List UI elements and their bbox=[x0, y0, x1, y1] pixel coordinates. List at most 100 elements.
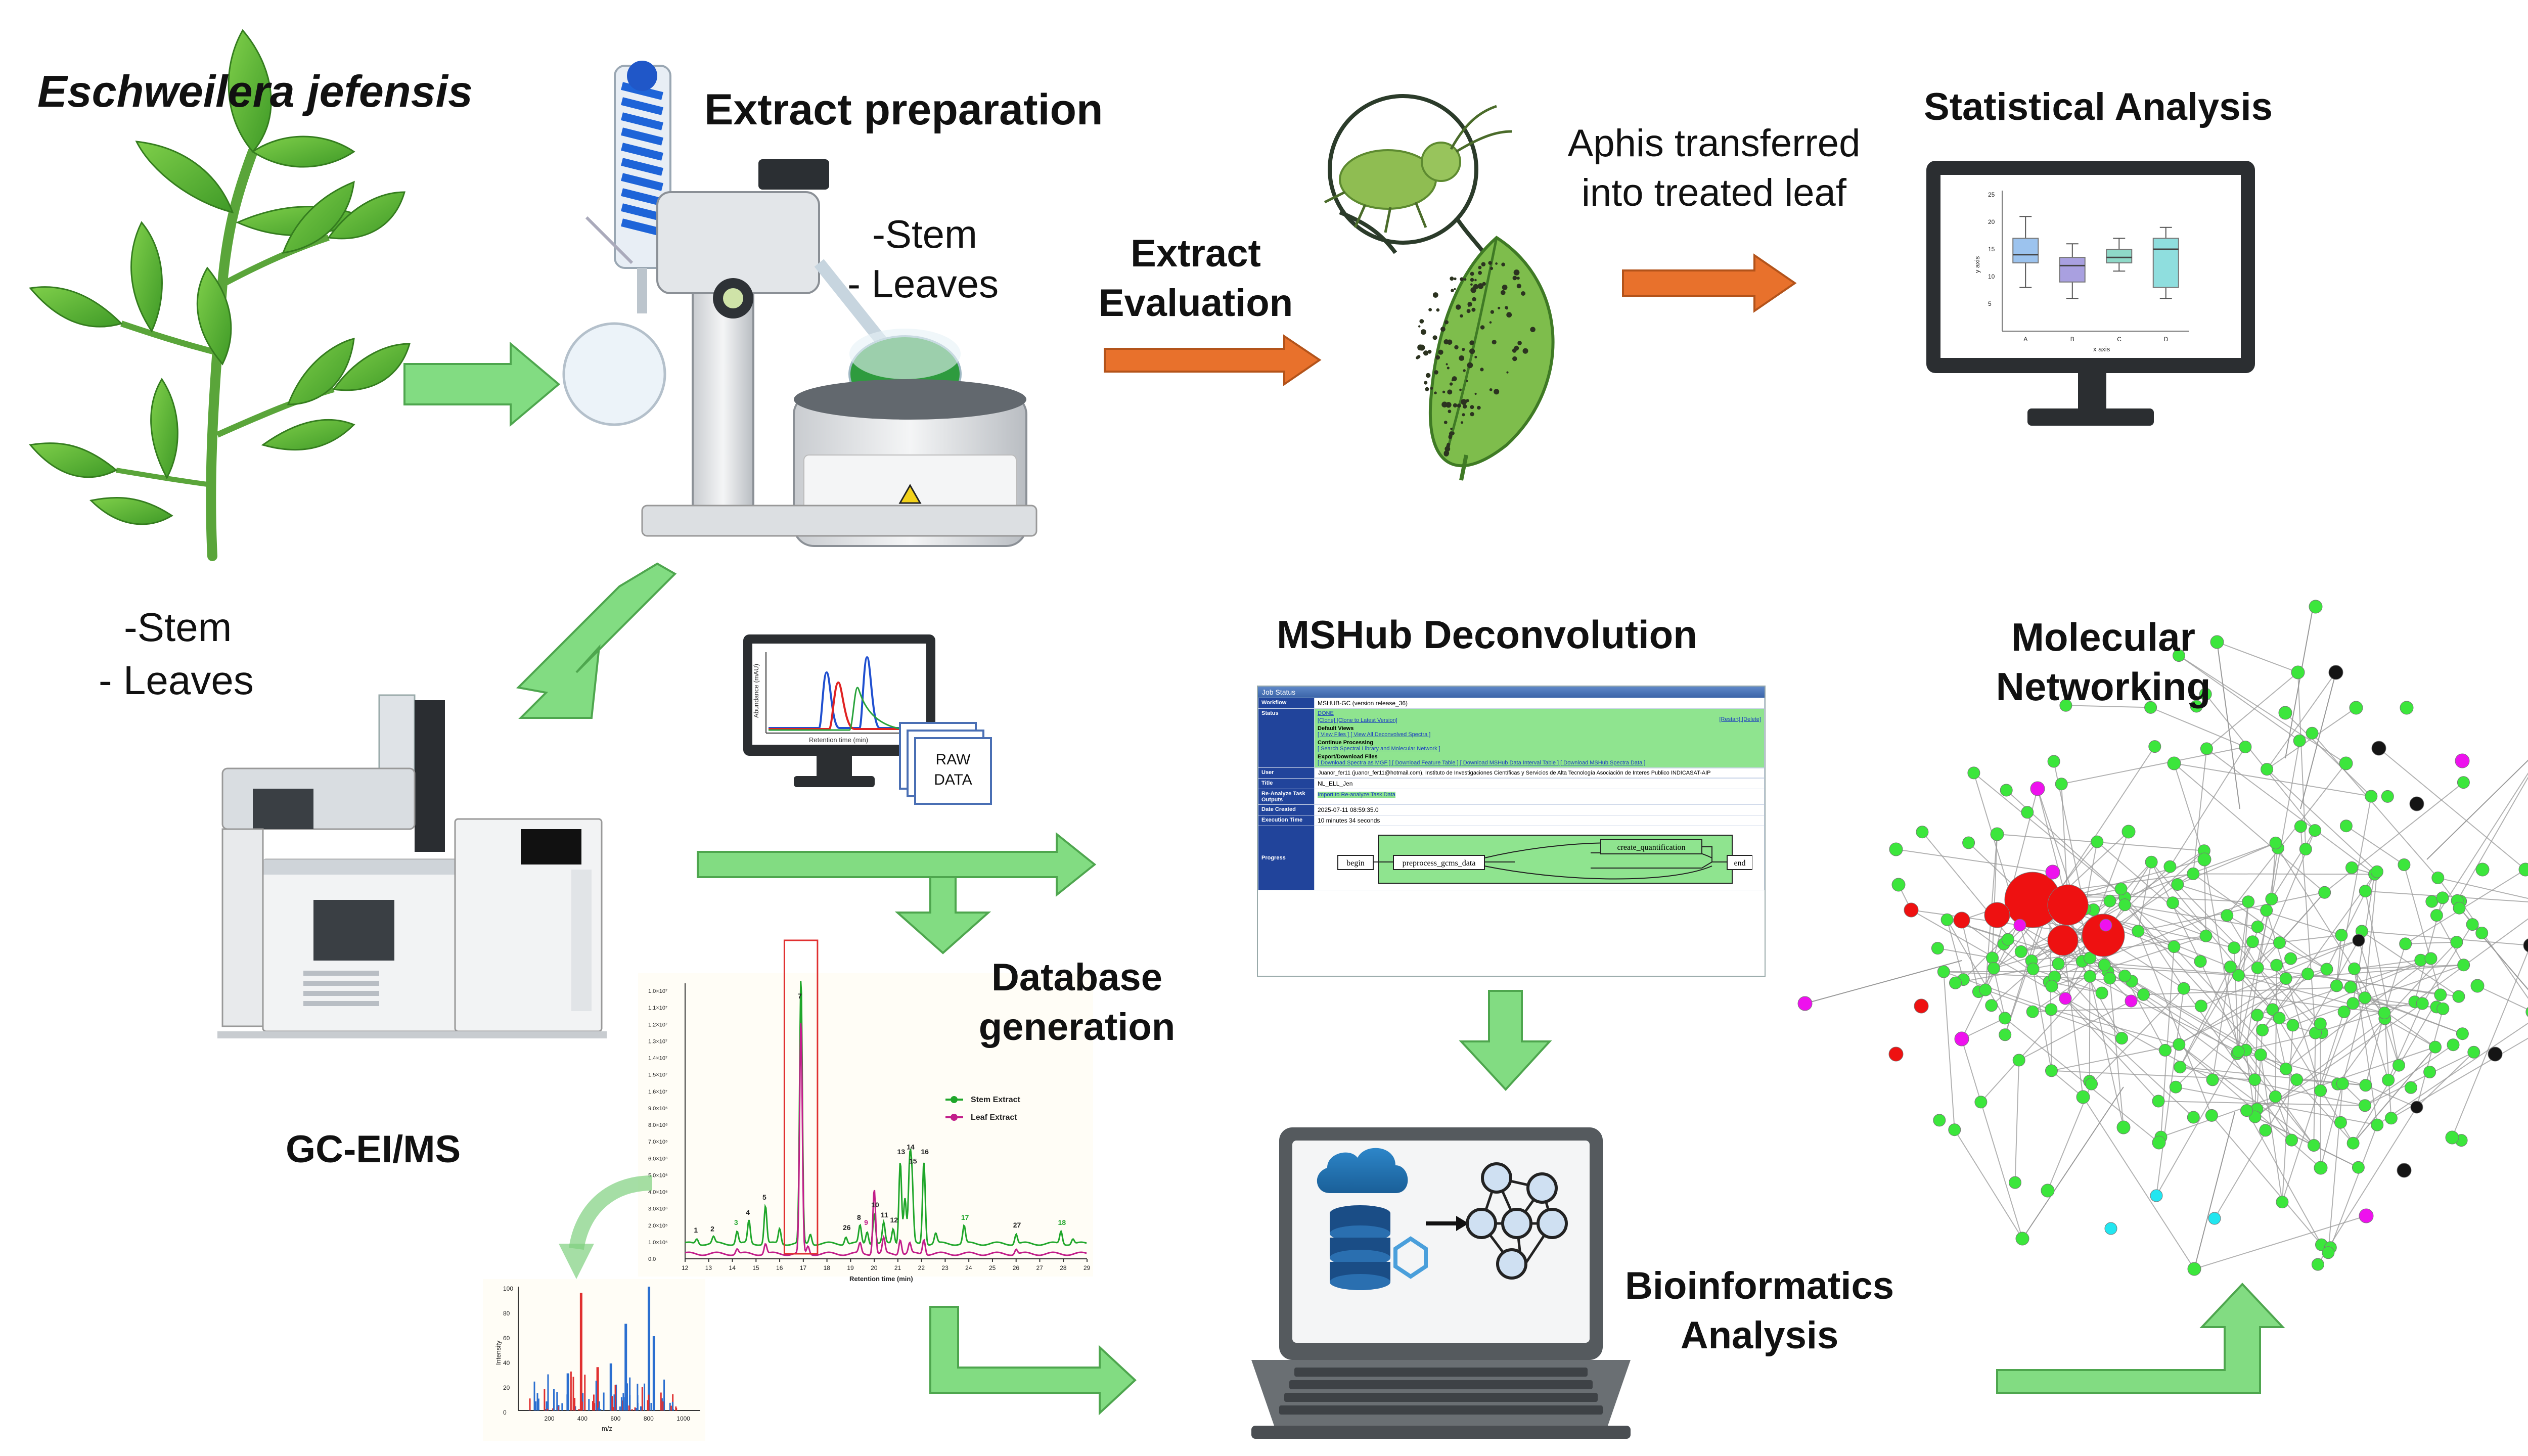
network-edge bbox=[2405, 941, 2457, 944]
continue-links[interactable]: [ Search Spectral Library and Molecular … bbox=[1318, 746, 1440, 752]
network-node bbox=[2488, 1046, 2503, 1062]
row-val-user: Juanor_fer11 (juanor_fer11@hotmail.com),… bbox=[1315, 768, 1765, 778]
network-node bbox=[2270, 959, 2283, 972]
reanalyze-link[interactable]: Import to Re-analyze Task Data bbox=[1318, 792, 1395, 798]
network-node bbox=[2084, 970, 2097, 983]
network-edge bbox=[2178, 655, 2346, 764]
network-edge bbox=[2308, 973, 2441, 995]
network-node bbox=[2259, 1124, 2272, 1137]
network-node bbox=[1933, 1114, 1946, 1127]
network-node bbox=[2279, 972, 2292, 985]
spec-xtick: 400 bbox=[577, 1415, 588, 1422]
aphid-dot bbox=[1489, 266, 1494, 270]
network-node bbox=[1914, 998, 1929, 1014]
network-node bbox=[2301, 968, 2314, 980]
boxplot-ylabel: y axis bbox=[1973, 256, 1981, 273]
aphid-dot bbox=[1449, 382, 1453, 386]
arrow-eval-to-stat bbox=[1622, 253, 1797, 313]
network-node bbox=[2359, 1079, 2372, 1092]
network-edge bbox=[2179, 967, 2231, 1068]
chrom-ytick: 1.1×10⁷ bbox=[648, 1005, 667, 1011]
aphid-dot bbox=[1517, 341, 1522, 345]
aphid-dot bbox=[1428, 308, 1432, 311]
progress-quant: create_quantification bbox=[1617, 843, 1685, 852]
chrom-ytick: 1.6×10⁷ bbox=[648, 1089, 667, 1095]
aphid-dot bbox=[1477, 283, 1484, 289]
network-edge bbox=[2156, 988, 2185, 1196]
stem-trace bbox=[685, 981, 1087, 1246]
network-node bbox=[2251, 920, 2264, 933]
network-edge bbox=[2384, 943, 2406, 1013]
network-node bbox=[2254, 1048, 2267, 1061]
chrom-highlight-box bbox=[783, 939, 819, 1255]
network-node bbox=[2475, 927, 2489, 939]
network-node bbox=[2392, 1059, 2405, 1072]
network-edge bbox=[1922, 832, 2022, 952]
peak-label: 16 bbox=[921, 1148, 929, 1156]
boxplot-ytick: 5 bbox=[1988, 300, 1992, 307]
network-edge bbox=[2254, 1116, 2359, 1168]
network-node bbox=[2085, 1077, 2098, 1090]
network-edge bbox=[2192, 748, 2207, 874]
peak-label: 9 bbox=[864, 1218, 868, 1226]
aphid-dot bbox=[1447, 444, 1450, 447]
network-edge bbox=[2281, 1025, 2293, 1202]
network-node bbox=[2429, 1040, 2442, 1054]
aphid-dot bbox=[1470, 271, 1474, 276]
aphid-dot bbox=[1447, 367, 1450, 370]
network-edge bbox=[1937, 947, 1993, 959]
view-links[interactable]: [ View Files ] [ View All Deconvolved Sp… bbox=[1318, 732, 1431, 738]
molnet-line1: Molecular bbox=[2011, 615, 2196, 659]
network-edge bbox=[2097, 841, 2206, 937]
mshub-title: MSHub Deconvolution bbox=[1277, 612, 1697, 657]
network-node bbox=[2047, 884, 2089, 926]
aphid-dot bbox=[1459, 355, 1465, 361]
aphid-dot bbox=[1459, 388, 1462, 391]
network-edge bbox=[2175, 978, 2286, 1087]
network-edge bbox=[2238, 942, 2280, 976]
status-done-link[interactable]: DONE bbox=[1318, 710, 1334, 716]
chrom-ytick: 0.0 bbox=[648, 1256, 656, 1262]
aphid-dot bbox=[1474, 392, 1477, 395]
network-node bbox=[2266, 1003, 2279, 1016]
network-edge bbox=[2297, 672, 2307, 849]
row-key-status: Status bbox=[1258, 708, 1315, 768]
export-heading: Export/Download Files bbox=[1318, 754, 1378, 760]
network-edge bbox=[2257, 892, 2325, 969]
aphid-dot bbox=[1425, 387, 1429, 391]
spec-ytick: 80 bbox=[503, 1310, 510, 1317]
network-node bbox=[2306, 726, 2319, 740]
network-node bbox=[2144, 701, 2157, 714]
progress-flow: begin preprocess_gcms_data create_quanti… bbox=[1314, 826, 1765, 890]
peak-label: 2 bbox=[710, 1225, 714, 1233]
peak-label: 14 bbox=[907, 1143, 915, 1151]
chrom-xtick: 29 bbox=[1084, 1264, 1091, 1271]
network-node bbox=[2169, 1080, 2182, 1094]
network-node bbox=[2228, 941, 2241, 954]
network-node bbox=[2339, 820, 2353, 833]
status-clone-links[interactable]: [Clone] [Clone to Latest Version] bbox=[1318, 717, 1397, 723]
network-edge bbox=[2051, 935, 2206, 987]
network-node bbox=[2291, 665, 2305, 679]
network-node bbox=[1986, 951, 1999, 965]
export-links[interactable]: [ Download Spectra as MGF ] [ Download F… bbox=[1318, 760, 1646, 766]
chrom-xtick: 13 bbox=[705, 1264, 712, 1271]
network-edge bbox=[2178, 655, 2300, 742]
peak-label: 12 bbox=[890, 1216, 898, 1224]
network-node bbox=[2059, 992, 2072, 1005]
spec-ytick: 0 bbox=[503, 1409, 507, 1416]
network-node bbox=[2232, 1045, 2245, 1058]
extract-eval-line1: Extract bbox=[1131, 232, 1261, 275]
network-edge bbox=[2170, 746, 2246, 867]
network-node bbox=[2335, 929, 2348, 942]
network-node bbox=[2187, 1111, 2200, 1124]
arrow-bioinfo-to-network bbox=[1996, 1283, 2285, 1394]
network-node bbox=[2251, 1009, 2264, 1022]
network-node bbox=[2430, 909, 2443, 922]
default-views-heading: Default Views bbox=[1318, 725, 1354, 732]
network-edge bbox=[2174, 763, 2205, 860]
network-edge bbox=[2150, 707, 2246, 748]
status-restart-links[interactable]: [Restart] [Delete] bbox=[1719, 716, 1761, 722]
chrom-ytick: 1.0×10⁶ bbox=[648, 1240, 667, 1246]
